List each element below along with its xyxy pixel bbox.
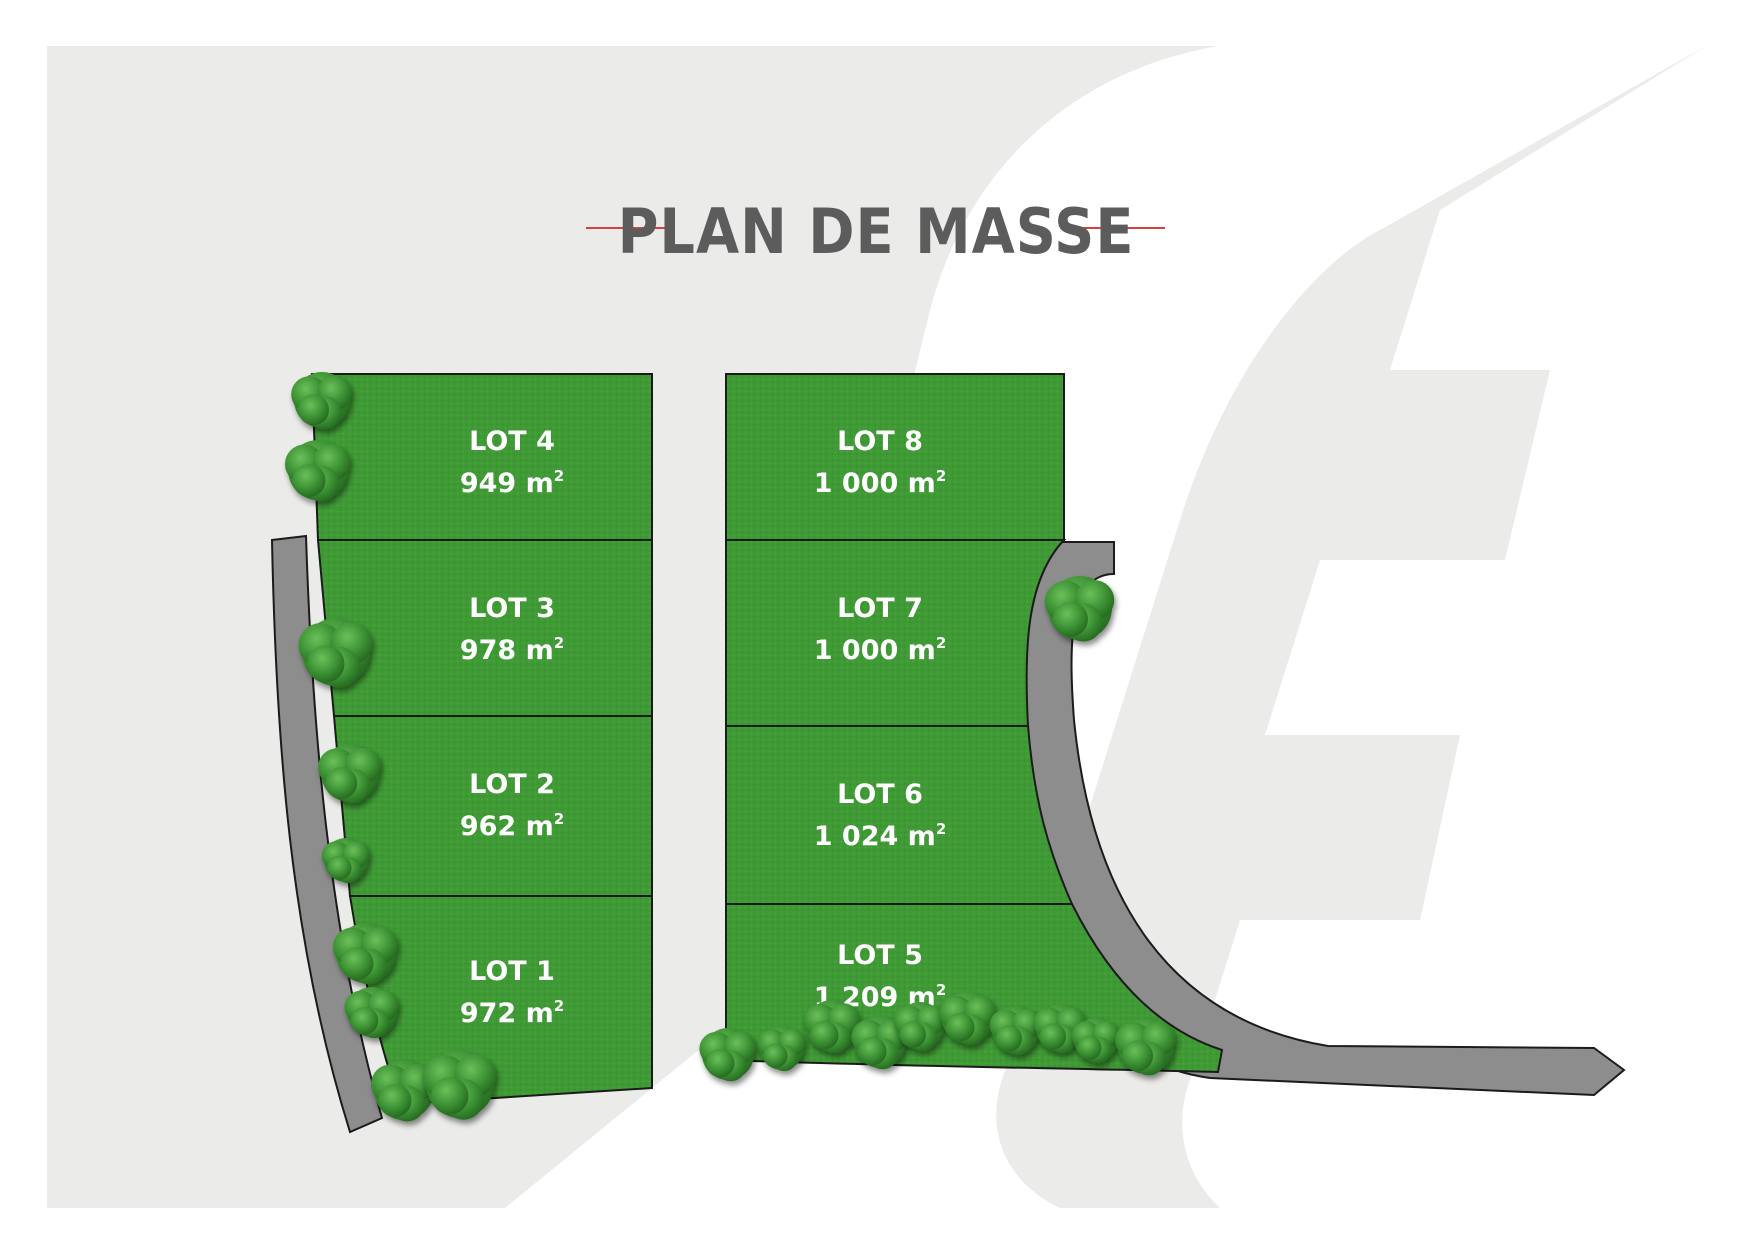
- road-left: [270, 534, 384, 1134]
- lot-1-area-value: 972 m: [460, 998, 554, 1029]
- tree-foliage: [325, 767, 358, 800]
- tree-foliage: [1077, 1035, 1102, 1060]
- lot-7-area: 1 000 m2: [814, 634, 947, 666]
- tree-foliage: [431, 1077, 469, 1115]
- tree-icon: [803, 1000, 860, 1054]
- lot-4-name: LOT 4: [469, 426, 555, 457]
- tree-foliage: [350, 1007, 379, 1035]
- tree-foliage: [327, 855, 352, 880]
- lot-4-area-value: 949 m: [460, 468, 554, 499]
- logo-f-shape: [1182, 46, 1706, 1208]
- lot-2-name: LOT 2: [469, 769, 555, 800]
- tree-foliage: [763, 1043, 788, 1068]
- tree-icon: [851, 1016, 908, 1070]
- tree-icon: [893, 1002, 946, 1052]
- tree-icon: [989, 1006, 1042, 1056]
- lot-6-area: 1 024 m2: [814, 820, 947, 852]
- lot-4-parcel: [310, 373, 653, 541]
- tree-icon: [939, 992, 996, 1046]
- tree-foliage: [705, 1048, 735, 1078]
- lot-5-area-unit-superscript: 2: [936, 981, 946, 999]
- tree-foliage: [1039, 1023, 1067, 1050]
- lot-3-area: 978 m2: [460, 634, 564, 666]
- lot-6-parcel: [725, 725, 1074, 905]
- lot-1-area: 972 m2: [460, 997, 564, 1029]
- tree-foliage: [857, 1036, 887, 1066]
- lot-5-name: LOT 5: [837, 940, 923, 971]
- lot-8-name: LOT 8: [837, 426, 923, 457]
- tree-icon: [757, 1026, 806, 1072]
- tree-foliage: [340, 947, 374, 980]
- tree-icon: [318, 744, 382, 804]
- lot-4-area: 949 m2: [460, 467, 564, 499]
- lot-8-area-value: 1 000 m: [814, 468, 936, 499]
- trees: [285, 372, 1176, 1122]
- lot-2-area: 962 m2: [460, 810, 564, 842]
- tree-foliage: [945, 1012, 975, 1042]
- lot-7-area-unit-superscript: 2: [936, 634, 946, 652]
- lot-2-label: LOT 2 962 m2: [460, 769, 564, 842]
- tree-icon: [344, 987, 399, 1039]
- lot-4-label: LOT 4 949 m2: [460, 426, 564, 499]
- tree-icon: [1071, 1018, 1120, 1064]
- lot-7-parcel: [725, 539, 1067, 727]
- page-title: PLAN DE MASSE: [618, 195, 1135, 268]
- lot-7-name: LOT 7: [837, 593, 923, 624]
- lot-6-area-unit-superscript: 2: [936, 820, 946, 838]
- lot-7-label: LOT 7 1 000 m2: [814, 593, 947, 666]
- lot-1-label: LOT 1 972 m2: [460, 956, 564, 1029]
- tree-icon: [1115, 1018, 1176, 1076]
- tree-icon: [291, 372, 352, 430]
- tree-foliage: [307, 645, 345, 683]
- tree-foliage: [809, 1020, 839, 1050]
- lot-2-area-unit-superscript: 2: [554, 810, 564, 828]
- lot-6-name: LOT 6: [837, 779, 923, 810]
- tree-icon: [333, 923, 399, 985]
- lot-3-area-value: 978 m: [460, 635, 554, 666]
- lot-1-area-unit-superscript: 2: [554, 997, 564, 1015]
- tree-icon: [699, 1028, 756, 1082]
- lot-6-area-value: 1 024 m: [814, 821, 936, 852]
- tree-icon: [1033, 1004, 1086, 1054]
- lot-1-name: LOT 1: [469, 956, 555, 987]
- lot-8-area: 1 000 m2: [814, 467, 947, 499]
- tree-icon: [321, 838, 370, 884]
- title-group: PLAN DE MASSE: [586, 195, 1165, 268]
- lot-8-parcel: [725, 373, 1065, 541]
- lot-2-parcel: [332, 715, 653, 897]
- tree-foliage: [298, 394, 329, 426]
- tree-icon: [298, 618, 373, 688]
- tree-icon: [285, 440, 351, 502]
- lot-7-area-value: 1 000 m: [814, 635, 936, 666]
- tree-foliage: [292, 464, 326, 497]
- lot-2-area-value: 962 m: [460, 811, 554, 842]
- tree-foliage: [378, 1084, 412, 1117]
- tree-foliage: [1052, 601, 1088, 637]
- lot-3-parcel: [316, 539, 653, 717]
- lot-3-label: LOT 3 978 m2: [460, 593, 564, 666]
- tree-foliage: [1122, 1040, 1153, 1072]
- tree-icon: [1044, 576, 1115, 642]
- lot-4-area-unit-superscript: 2: [554, 467, 564, 485]
- lot-3-area-unit-superscript: 2: [554, 634, 564, 652]
- lot-8-area-unit-superscript: 2: [936, 467, 946, 485]
- tree-icon: [422, 1050, 497, 1120]
- lot-8-label: LOT 8 1 000 m2: [814, 426, 947, 499]
- tree-foliage: [899, 1021, 926, 1048]
- lot-6-label: LOT 6 1 024 m2: [814, 779, 947, 852]
- tree-foliage: [995, 1025, 1022, 1052]
- lot-3-name: LOT 3: [469, 593, 555, 624]
